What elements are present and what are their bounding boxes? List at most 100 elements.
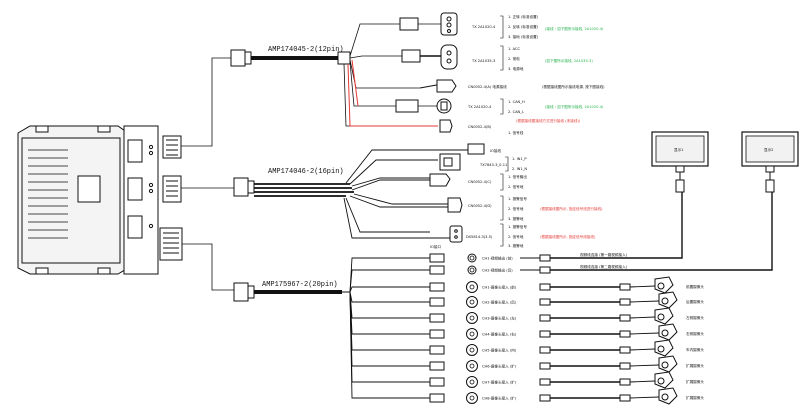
bnc-socket-inner bbox=[469, 299, 475, 305]
branch-b-line2: 2. 常电 bbox=[508, 56, 520, 61]
bnc-socket bbox=[466, 296, 478, 308]
harness-20pin-wire bbox=[342, 291, 430, 399]
bnc-socket-inner bbox=[469, 347, 475, 353]
video-out-plug bbox=[539, 254, 551, 262]
branch-h-line2: 2. 信号地 bbox=[508, 206, 524, 211]
bnc-socket bbox=[466, 392, 478, 404]
branch-b-line3: 3. 电源地 bbox=[508, 66, 524, 71]
camera-channel-label: CH5-摄像头接入 (内) bbox=[482, 348, 517, 353]
branch-f-tag2: TX7843-3_0-11 bbox=[479, 163, 507, 167]
camera-lens bbox=[661, 393, 669, 401]
camera-name: 左侧摄像头 bbox=[686, 315, 704, 320]
camera-plug-right bbox=[619, 346, 631, 354]
camera-plug-left bbox=[539, 378, 551, 386]
branch-b-line1: 1. ACC bbox=[508, 47, 520, 51]
harness-16pin-bundle bbox=[254, 183, 354, 197]
red-wires bbox=[347, 59, 438, 127]
bnc-socket-inner bbox=[469, 284, 475, 290]
branch-i-note: (根据接线图所示, 指定信号线接线) bbox=[540, 234, 596, 239]
plug-leaders bbox=[181, 57, 234, 291]
branch-i-line3: 3. 报警地 bbox=[508, 243, 524, 248]
branch-e-note: (根据接线图接线方式进行接线 (未接线)) bbox=[516, 118, 581, 123]
camera-lens bbox=[657, 345, 665, 353]
monitor-cable bbox=[550, 192, 683, 259]
branch-g-line1: 1. 信号输出 bbox=[508, 174, 527, 179]
camera-lens bbox=[661, 329, 669, 337]
monitor-stand bbox=[675, 165, 685, 173]
camera-channel-label: CH4-摄像头接入 (右) bbox=[482, 332, 517, 337]
branch-b-connector bbox=[401, 44, 458, 70]
camera-lens bbox=[657, 377, 665, 385]
camera-lead bbox=[629, 364, 660, 367]
branch-f-connector bbox=[439, 143, 485, 171]
branch-g-line2: 2. 信号地 bbox=[508, 184, 524, 189]
bnc-plug bbox=[429, 361, 445, 371]
bnc-plug bbox=[429, 345, 445, 355]
branch-b-note: (如下图所示接线, 2A1035-3) bbox=[545, 58, 593, 63]
bnc-socket bbox=[467, 265, 477, 275]
harness-20pin-wire bbox=[342, 291, 430, 383]
branch-c-tag: CN0052-4(A) 电源接线 bbox=[468, 84, 507, 89]
video-out-plug bbox=[539, 266, 551, 274]
harness-20pin-wire bbox=[342, 269, 430, 293]
branch-d-line1: 1. CAN_H bbox=[508, 100, 525, 104]
bnc-socket-inner bbox=[469, 331, 475, 337]
branch-g-tag: CN0052-4(C) bbox=[468, 180, 492, 184]
monitor-label: 显示2 bbox=[764, 148, 773, 152]
branch-a-connector bbox=[399, 12, 458, 36]
camera-channel-label: CH8-摄像头接入 (扩) bbox=[482, 396, 517, 401]
branch-e-line1: 1. 信号线 bbox=[508, 130, 524, 135]
harness-20pin-wire bbox=[342, 291, 430, 367]
branch-d-note: (接线 : 如下图所示接线, 2A1020-4) bbox=[545, 104, 604, 109]
bnc-socket bbox=[466, 360, 478, 372]
harness-12pin bbox=[230, 49, 351, 67]
camera-lead bbox=[629, 396, 660, 399]
branch-d-tag: TX 2A1020-4 bbox=[467, 105, 492, 109]
camera-plug-right bbox=[619, 378, 631, 386]
camera-name: 扩展摄像头 bbox=[686, 379, 704, 384]
camera-lens bbox=[661, 297, 669, 305]
branch-h-tag: CN0052-4(D) bbox=[468, 204, 492, 208]
branch-e-tag: CN0052-4(B) bbox=[468, 125, 492, 129]
bnc-plug bbox=[429, 377, 445, 387]
camera-plug-right bbox=[619, 362, 631, 370]
branch-b-tag: TX 2A1035-3 bbox=[471, 59, 495, 63]
monitor-screen bbox=[655, 135, 705, 163]
monitor-stand bbox=[765, 165, 775, 173]
camera-plug-right bbox=[619, 330, 631, 338]
camera-lens bbox=[657, 282, 665, 290]
bnc-socket-inner bbox=[469, 395, 475, 401]
bnc-socket bbox=[466, 376, 478, 388]
bnc-socket bbox=[466, 312, 478, 324]
branch-a-line3: 3. 接地 (标准设置) bbox=[508, 34, 539, 39]
harness-20pin-wire bbox=[342, 291, 430, 335]
camera-channel-label: CH1-摄像头接入 (前) bbox=[482, 285, 517, 290]
bnc-socket-inner bbox=[469, 255, 475, 261]
harness-20pin-wire bbox=[342, 291, 430, 319]
camera-channel-label: CH3-摄像头接入 (左) bbox=[482, 316, 517, 321]
monitor-cable bbox=[550, 192, 773, 271]
camera-lens bbox=[657, 313, 665, 321]
harness-20pin bbox=[233, 282, 342, 302]
video-out-label: CH1-视频输出 (前) bbox=[482, 256, 513, 261]
monitor-cable-label: 视频线连接 (第二路视频接入) bbox=[580, 264, 628, 269]
harness-16pin bbox=[233, 177, 255, 197]
camera-name: 扩展摄像头 bbox=[686, 395, 704, 400]
camera-plug-left bbox=[539, 330, 551, 338]
video-out-label: CH2-视频输出 (后) bbox=[482, 268, 513, 273]
branch-e-connector bbox=[439, 119, 453, 133]
camera-channel-label: CH2-摄像头接入 (后) bbox=[482, 300, 517, 305]
branch-f-line1: 1. IN1_P bbox=[512, 157, 527, 161]
camera-lead bbox=[629, 332, 660, 335]
harness-20pin-wire bbox=[342, 291, 430, 351]
branch-i-connector bbox=[449, 225, 463, 243]
camera-lens bbox=[661, 361, 669, 369]
bnc-plug bbox=[429, 393, 445, 403]
branch-g-connector bbox=[429, 173, 451, 187]
camera-plug-left bbox=[539, 283, 551, 291]
camera-lead bbox=[629, 316, 656, 319]
bnc-socket-inner bbox=[469, 379, 475, 385]
bnc-socket bbox=[466, 281, 478, 293]
camera-plug-left bbox=[539, 314, 551, 322]
